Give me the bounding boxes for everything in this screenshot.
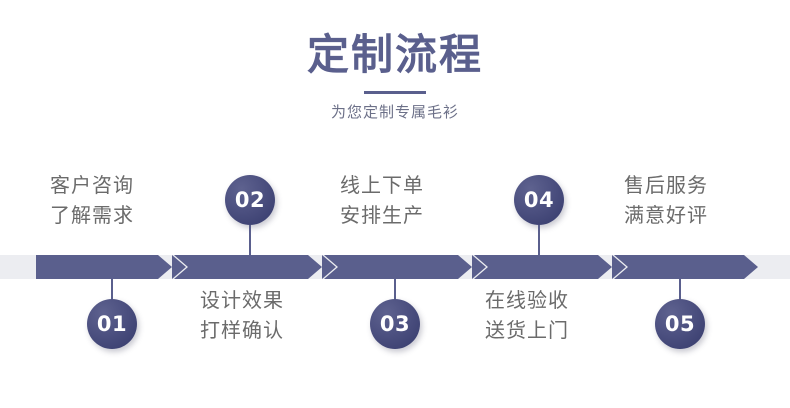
step-3-line-2: 安排生产 (340, 203, 424, 227)
step-1-line-1: 客户咨询 (50, 173, 134, 197)
arrow-bar-segments (0, 255, 790, 279)
title-divider (364, 91, 426, 94)
page-subtitle: 为您定制专属毛衫 (330, 103, 459, 121)
step-2-connector (249, 225, 251, 256)
header: 定制流程 为您定制专属毛衫 (0, 0, 790, 122)
step-5-number-badge: 05 (655, 299, 705, 349)
page-title: 定制流程 (306, 30, 483, 79)
step-3-connector (394, 279, 396, 301)
step-2-number-badge: 02 (225, 175, 275, 225)
step-1-text: 客户咨询 了解需求 (50, 170, 134, 230)
step-2-line-1: 设计效果 (200, 288, 284, 312)
step-1-number-badge: 01 (87, 299, 137, 349)
process-arrow-bar (0, 255, 790, 279)
step-2-text: 设计效果 打样确认 (200, 285, 284, 345)
step-4-connector (538, 225, 540, 256)
step-4-text: 在线验收 送货上门 (485, 285, 569, 345)
step-5-text: 售后服务 满意好评 (624, 170, 708, 230)
step-1-line-2: 了解需求 (50, 203, 134, 227)
step-5-connector (679, 279, 681, 301)
step-4-number-badge: 04 (514, 175, 564, 225)
step-5-line-2: 满意好评 (624, 203, 708, 227)
step-3-line-1: 线上下单 (340, 173, 424, 197)
step-1-connector (111, 279, 113, 301)
step-4-line-2: 送货上门 (485, 318, 569, 342)
arrow-segment-1 (36, 255, 172, 279)
arrow-segment-2 (174, 255, 322, 279)
arrow-segment-5 (614, 255, 758, 279)
arrow-segment-4 (474, 255, 612, 279)
step-5-line-1: 售后服务 (624, 173, 708, 197)
step-3-text: 线上下单 安排生产 (340, 170, 424, 230)
step-3-number-badge: 03 (370, 299, 420, 349)
step-4-line-1: 在线验收 (485, 288, 569, 312)
step-2-line-2: 打样确认 (200, 318, 284, 342)
arrow-segment-3 (324, 255, 472, 279)
